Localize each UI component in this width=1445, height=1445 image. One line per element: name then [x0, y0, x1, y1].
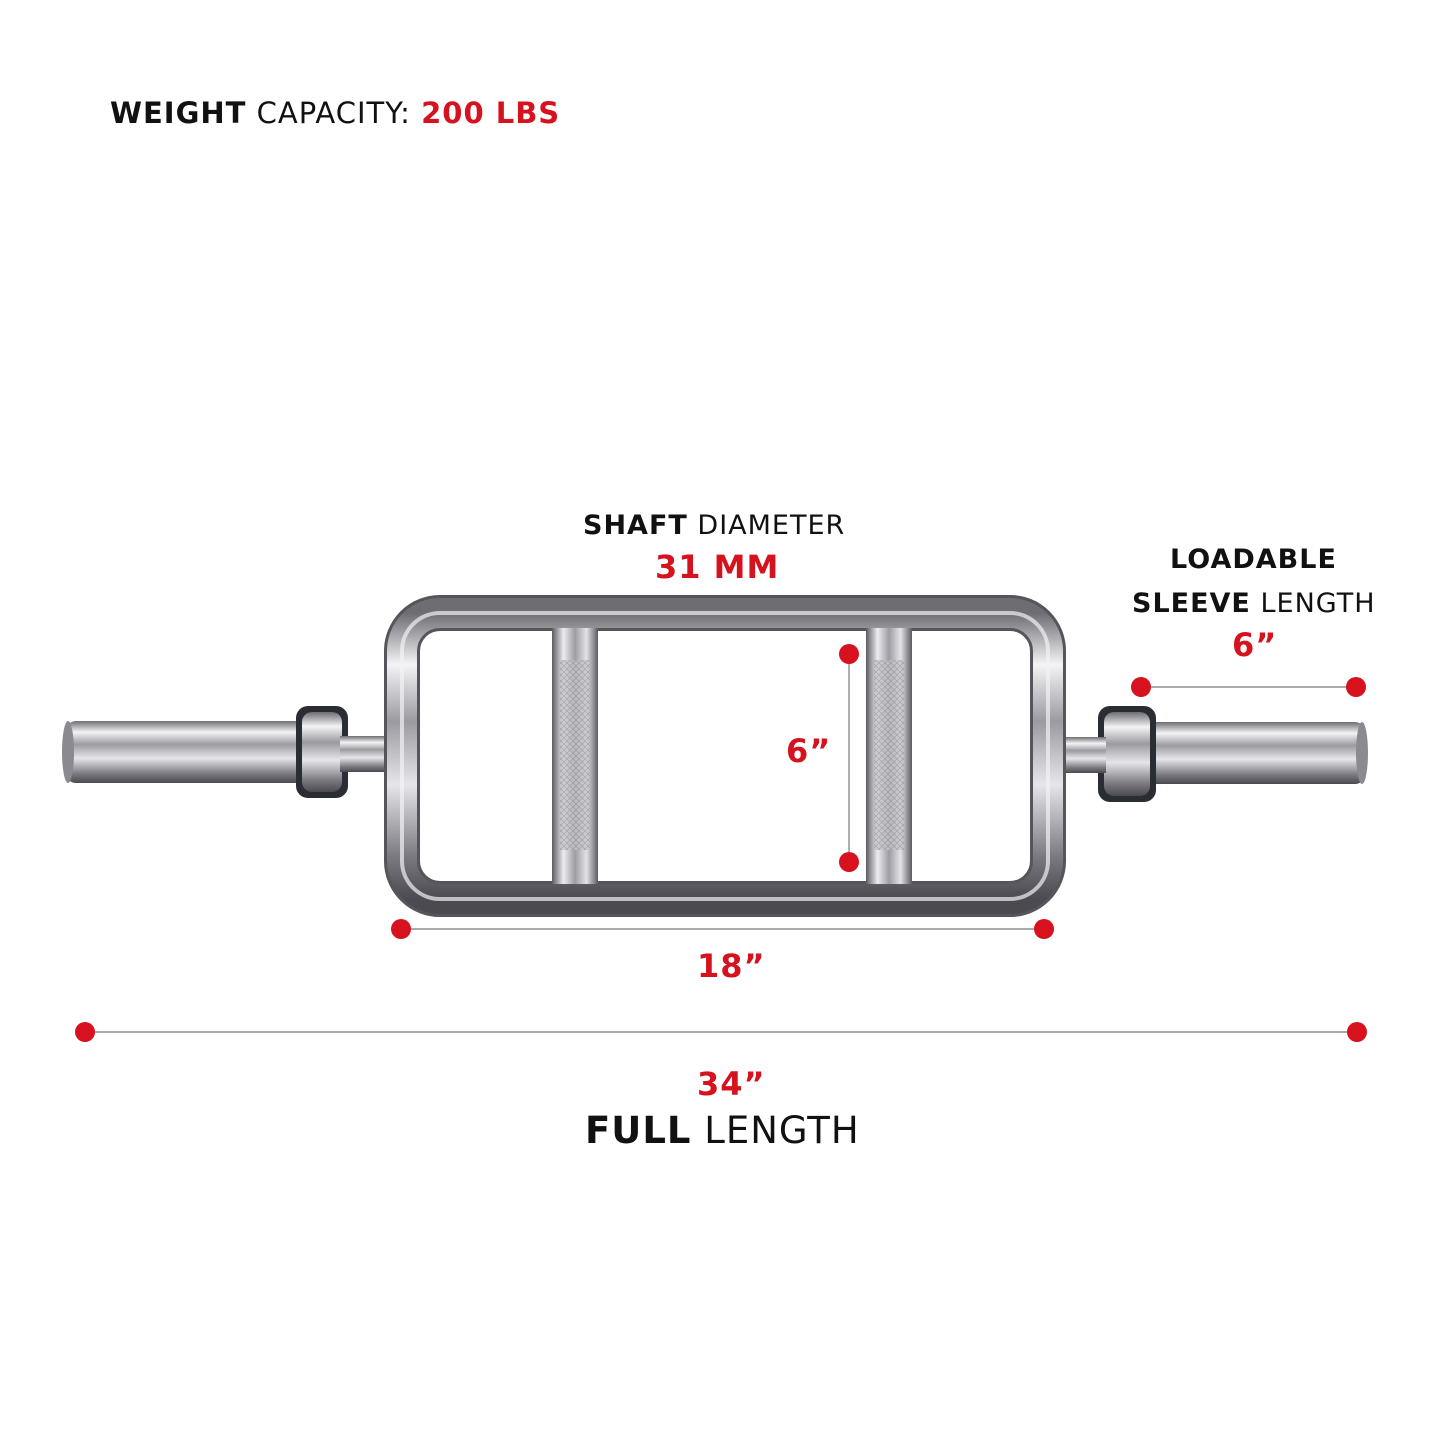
width-dimension: [391, 919, 1054, 939]
sleeve-length-value: 6”: [1232, 626, 1278, 664]
frame-width-value: 18”: [697, 947, 766, 985]
weight-capacity-value: 200 LBS: [421, 96, 561, 130]
shaft-label-bold: SHAFT: [583, 510, 688, 541]
left-handle: [552, 628, 598, 884]
sleeve-dimension: [1131, 677, 1366, 697]
sleeve-label-line2: SLEEVE LENGTH: [1132, 588, 1376, 619]
right-handle: [866, 628, 912, 884]
weight-capacity-bold: WEIGHT: [110, 96, 247, 130]
right-collar: [1098, 706, 1156, 802]
left-collar: [296, 706, 348, 798]
shaft-diameter-label: SHAFT DIAMETER: [583, 510, 845, 541]
height-dimension: [839, 644, 859, 872]
sleeve-label-bold: SLEEVE: [1132, 588, 1251, 619]
weight-capacity-light: CAPACITY:: [256, 96, 411, 130]
bar-frame: [384, 595, 1066, 917]
full-length-dimension: [75, 1022, 1367, 1042]
full-length-label: FULL LENGTH: [585, 1109, 860, 1152]
full-length-value: 34”: [697, 1065, 766, 1103]
left-sleeve: [62, 721, 311, 783]
full-length-bold: FULL: [585, 1109, 692, 1152]
shaft-diameter-value: 31 MM: [655, 548, 780, 586]
right-sleeve: [1140, 722, 1368, 784]
weight-capacity-label: WEIGHT CAPACITY: 200 LBS: [110, 96, 560, 130]
handle-height-value: 6”: [786, 732, 832, 770]
shaft-label-light: DIAMETER: [697, 510, 846, 541]
full-length-light: LENGTH: [704, 1109, 860, 1152]
sleeve-label-light: LENGTH: [1260, 588, 1376, 619]
sleeve-label-line1: LOADABLE: [1170, 544, 1337, 575]
